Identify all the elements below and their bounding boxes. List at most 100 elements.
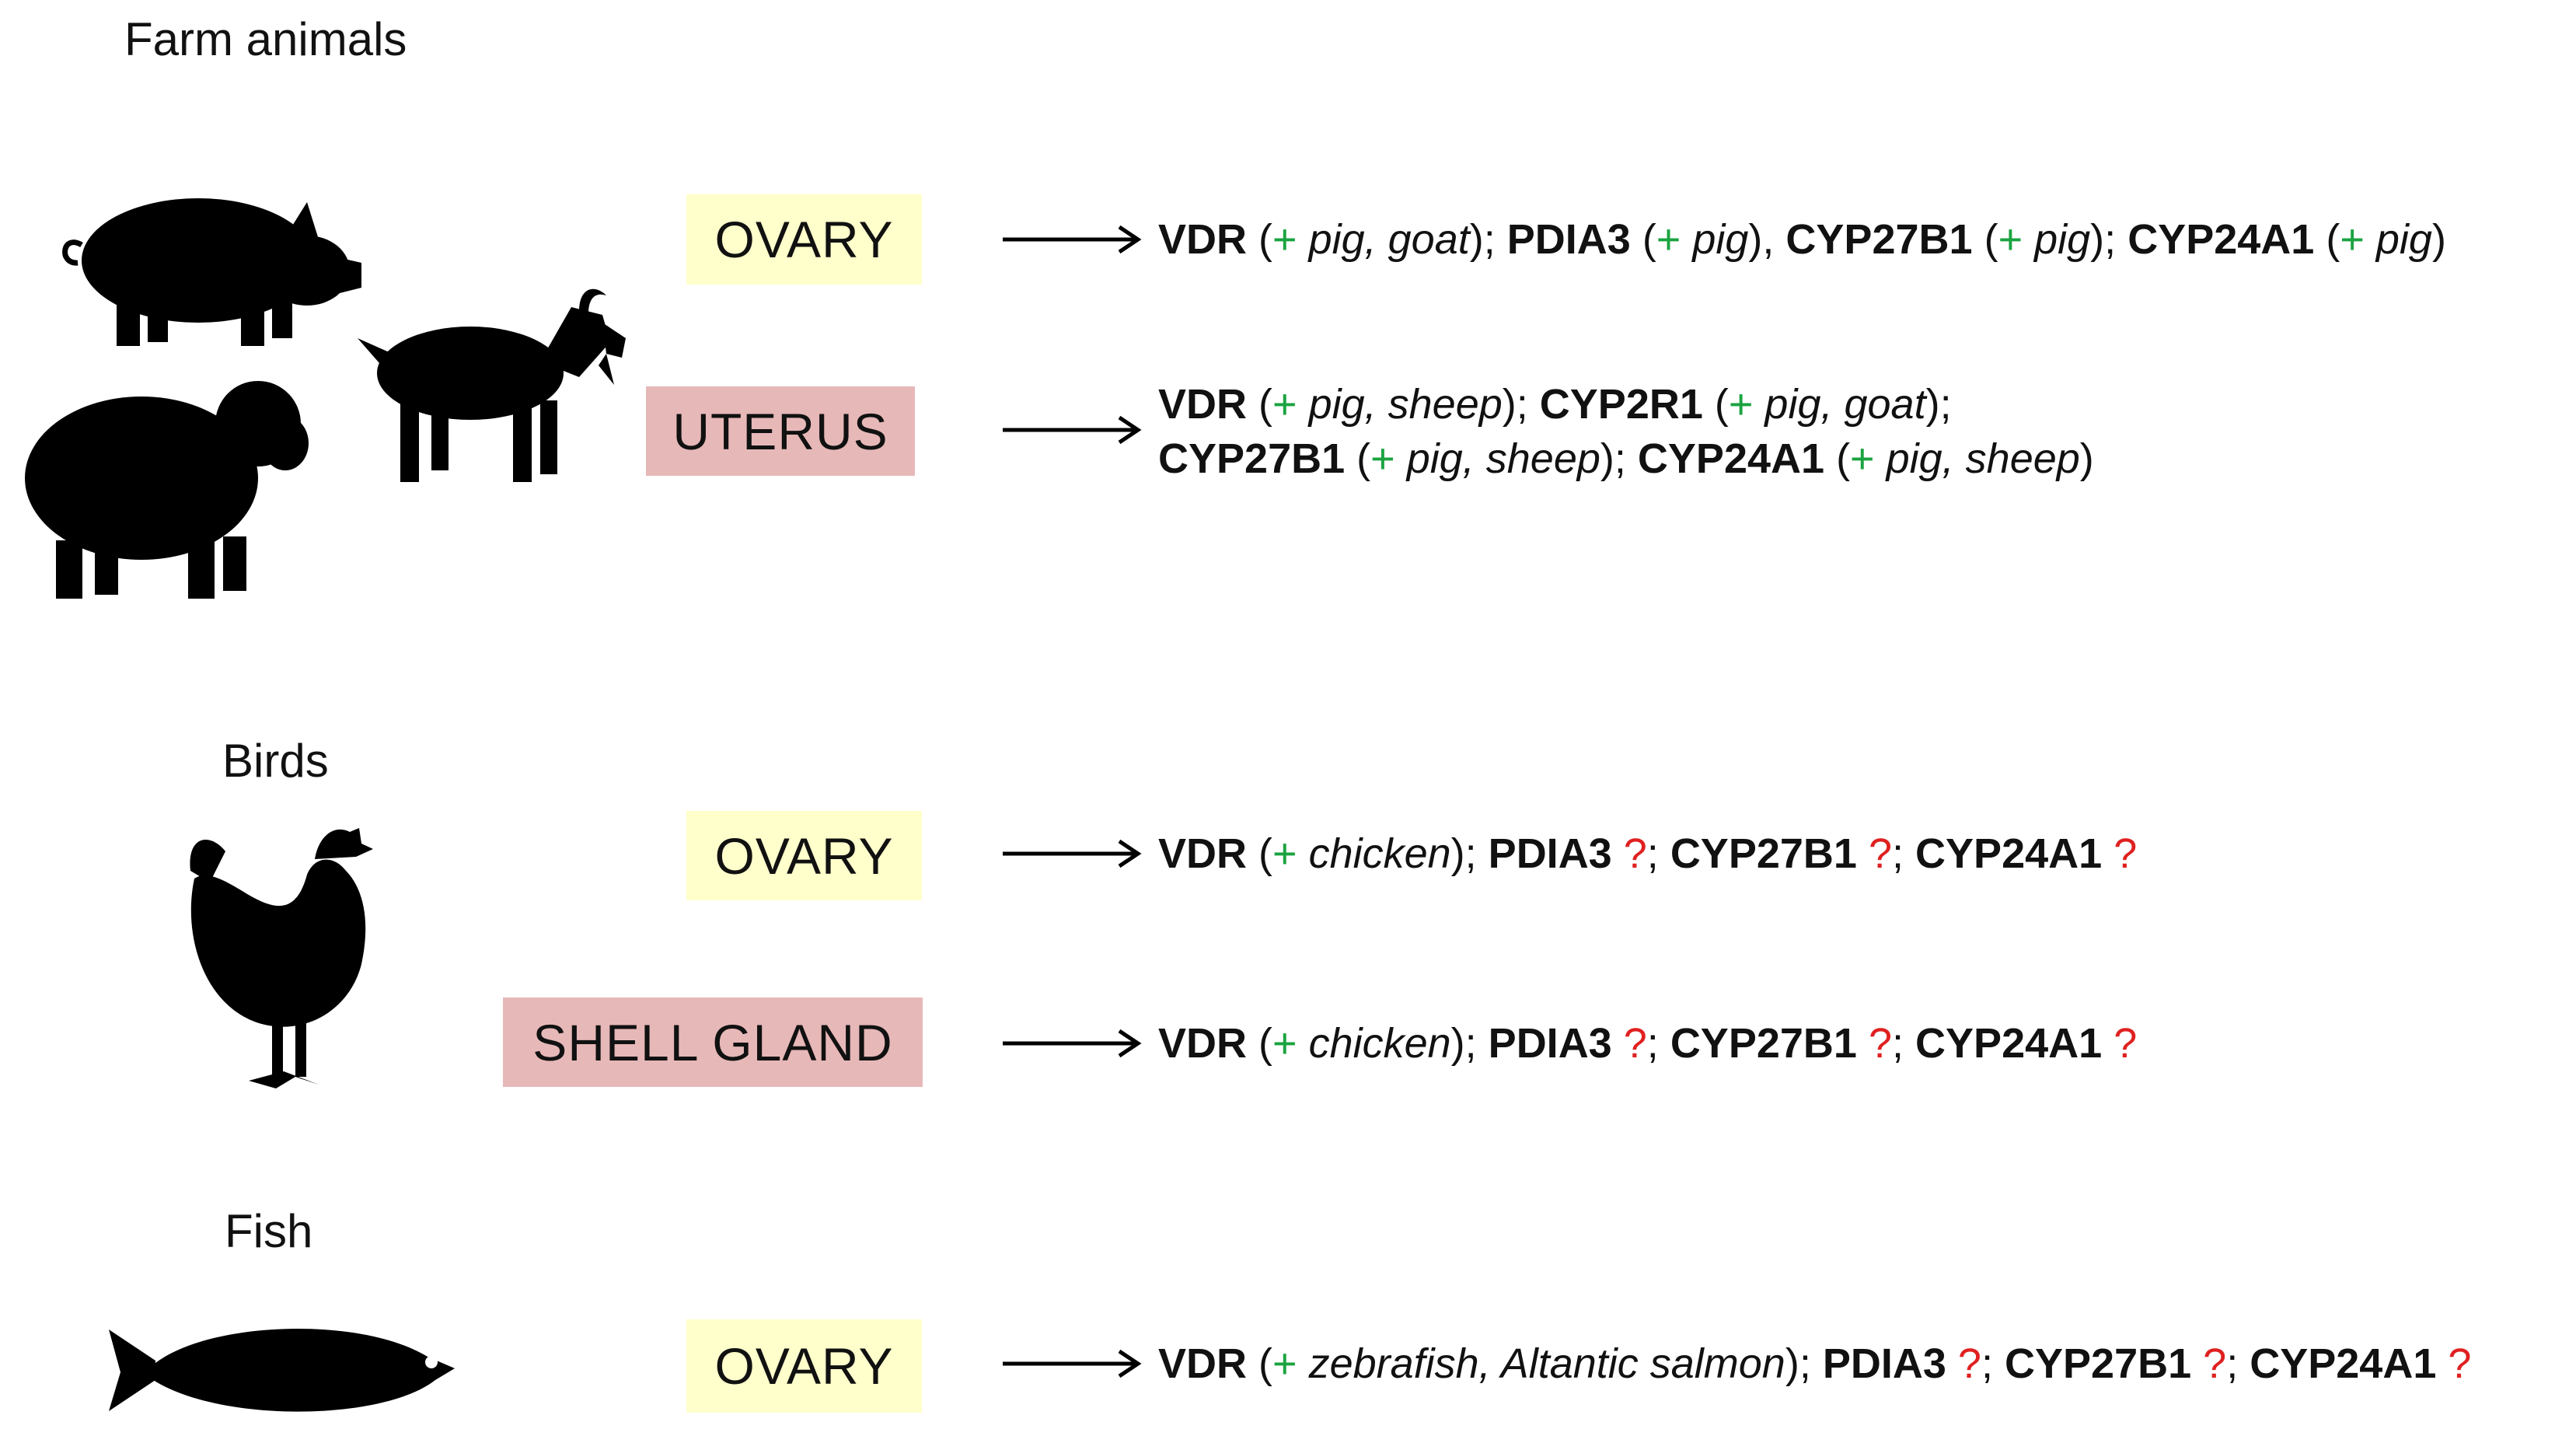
gene-name: PDIA3 bbox=[1506, 216, 1631, 263]
organ-label-farm-ovary: OVARY bbox=[686, 194, 922, 285]
fish-icon bbox=[109, 1329, 455, 1412]
plus-marker: + bbox=[1272, 1020, 1309, 1067]
paren-close: ) bbox=[1785, 1340, 1799, 1387]
separator: ; bbox=[1981, 1340, 1993, 1387]
plus-marker: + bbox=[1272, 381, 1309, 428]
species-list: chicken bbox=[1308, 830, 1451, 877]
paren-open: ( bbox=[1258, 1340, 1273, 1387]
unknown-marker: ? bbox=[1957, 1340, 1981, 1387]
gene-name: VDR bbox=[1158, 830, 1248, 877]
gene-name: CYP27B1 bbox=[1670, 830, 1857, 877]
pig-icon bbox=[62, 198, 361, 346]
separator: ; bbox=[1483, 216, 1496, 263]
arrow-icon bbox=[1003, 225, 1142, 254]
paren-close: ) bbox=[1450, 830, 1465, 877]
gene-name: PDIA3 bbox=[1488, 830, 1612, 877]
species-list: pig, sheep bbox=[1886, 435, 2080, 482]
gene-name: CYP24A1 bbox=[2127, 216, 2315, 263]
arrow-icon bbox=[1003, 1349, 1142, 1378]
gene-name: PDIA3 bbox=[1822, 1340, 1946, 1387]
plus-marker: + bbox=[1272, 830, 1309, 877]
species-list: pig bbox=[2375, 216, 2432, 263]
gene-name: VDR bbox=[1158, 381, 1248, 428]
gene-name: CYP27B1 bbox=[1785, 216, 1973, 263]
paren-open: ( bbox=[2326, 216, 2340, 263]
result-line: VDR (+ zebrafish, Altantic salmon); PDIA… bbox=[1158, 1336, 2471, 1391]
separator: ; bbox=[1892, 830, 1904, 877]
paren-open: ( bbox=[1356, 435, 1371, 482]
paren-close: ) bbox=[2090, 216, 2105, 263]
result-line: VDR (+ pig, goat); PDIA3 (+ pig), CYP27B… bbox=[1158, 212, 2446, 267]
separator: ; bbox=[1799, 1340, 1811, 1387]
paren-close: ) bbox=[1925, 381, 1940, 428]
organ-label-fish-ovary: OVARY bbox=[686, 1319, 922, 1413]
plus-marker: + bbox=[1272, 1340, 1309, 1387]
organ-label-farm-uterus: UTERUS bbox=[646, 386, 915, 476]
plus-marker: + bbox=[1370, 435, 1407, 482]
paren-open: ( bbox=[1984, 216, 1998, 263]
section-title-birds: Birds bbox=[222, 735, 329, 787]
species-list: pig, sheep bbox=[1406, 435, 1600, 482]
sheep-icon bbox=[25, 381, 309, 599]
species-list: pig bbox=[1692, 216, 1749, 263]
gene-name: CYP27B1 bbox=[1158, 435, 1346, 482]
plus-marker: + bbox=[2340, 216, 2376, 263]
unknown-marker: ? bbox=[1623, 1020, 1647, 1067]
paren-open: ( bbox=[1258, 1020, 1273, 1067]
gene-name: CYP24A1 bbox=[1637, 435, 1825, 482]
gene-name: CYP24A1 bbox=[2250, 1340, 2437, 1387]
separator: ; bbox=[1464, 1020, 1477, 1067]
paren-close: ) bbox=[1600, 435, 1614, 482]
unknown-marker: ? bbox=[2203, 1340, 2227, 1387]
result-birds-shell-gland: VDR (+ chicken); PDIA3 ?; CYP27B1 ?; CYP… bbox=[1158, 1016, 2137, 1071]
result-birds-ovary: VDR (+ chicken); PDIA3 ?; CYP27B1 ?; CYP… bbox=[1158, 826, 2137, 881]
arrow-icon bbox=[1003, 839, 1142, 868]
arrow-icon bbox=[1003, 415, 1142, 445]
gene-name: PDIA3 bbox=[1488, 1020, 1612, 1067]
organ-label-birds-shell-gland: SHELL GLAND bbox=[503, 998, 923, 1087]
species-list: pig, goat bbox=[1308, 216, 1470, 263]
species-list: zebrafish, Altantic salmon bbox=[1308, 1340, 1785, 1387]
unknown-marker: ? bbox=[2114, 830, 2138, 877]
section-title-farm-animals: Farm animals bbox=[124, 13, 407, 65]
result-line: VDR (+ chicken); PDIA3 ?; CYP27B1 ?; CYP… bbox=[1158, 1016, 2137, 1071]
result-fish-ovary: VDR (+ zebrafish, Altantic salmon); PDIA… bbox=[1158, 1336, 2471, 1391]
arrow-icon bbox=[1003, 1029, 1142, 1058]
section-title-fish: Fish bbox=[225, 1205, 313, 1257]
species-list: chicken bbox=[1308, 1020, 1451, 1067]
result-line: VDR (+ chicken); PDIA3 ?; CYP27B1 ?; CYP… bbox=[1158, 826, 2137, 881]
result-line: VDR (+ pig, sheep); CYP2R1 (+ pig, goat)… bbox=[1158, 377, 2094, 431]
gene-name: CYP24A1 bbox=[1915, 830, 2103, 877]
separator: ; bbox=[1939, 381, 1952, 428]
paren-close: ) bbox=[1450, 1020, 1465, 1067]
gene-name: VDR bbox=[1158, 1020, 1248, 1067]
plus-marker: + bbox=[1272, 216, 1309, 263]
unknown-marker: ? bbox=[1623, 830, 1647, 877]
paren-open: ( bbox=[1836, 435, 1851, 482]
separator: ; bbox=[1614, 435, 1626, 482]
gene-name: VDR bbox=[1158, 216, 1248, 263]
plus-marker: + bbox=[1656, 216, 1693, 263]
gene-name: CYP27B1 bbox=[2005, 1340, 2192, 1387]
separator: ; bbox=[2104, 216, 2117, 263]
result-farm-ovary: VDR (+ pig, goat); PDIA3 (+ pig), CYP27B… bbox=[1158, 212, 2446, 267]
plus-marker: + bbox=[1728, 381, 1765, 428]
separator: ; bbox=[1646, 1020, 1659, 1067]
unknown-marker: ? bbox=[2114, 1020, 2138, 1067]
separator: ; bbox=[1892, 1020, 1904, 1067]
paren-open: ( bbox=[1258, 216, 1273, 263]
gene-name: CYP24A1 bbox=[1915, 1020, 2103, 1067]
separator: ; bbox=[1646, 830, 1659, 877]
organ-label-birds-ovary: OVARY bbox=[686, 811, 922, 900]
separator: ; bbox=[1516, 381, 1528, 428]
separator: , bbox=[1762, 216, 1775, 263]
paren-open: ( bbox=[1714, 381, 1729, 428]
plus-marker: + bbox=[1998, 216, 2035, 263]
paren-open: ( bbox=[1642, 216, 1656, 263]
unknown-marker: ? bbox=[1868, 830, 1893, 877]
gene-name: CYP2R1 bbox=[1539, 381, 1703, 428]
paren-close: ) bbox=[1502, 381, 1517, 428]
result-line: CYP27B1 (+ pig, sheep); CYP24A1 (+ pig, … bbox=[1158, 431, 2094, 486]
paren-open: ( bbox=[1258, 830, 1273, 877]
paren-open: ( bbox=[1258, 381, 1273, 428]
